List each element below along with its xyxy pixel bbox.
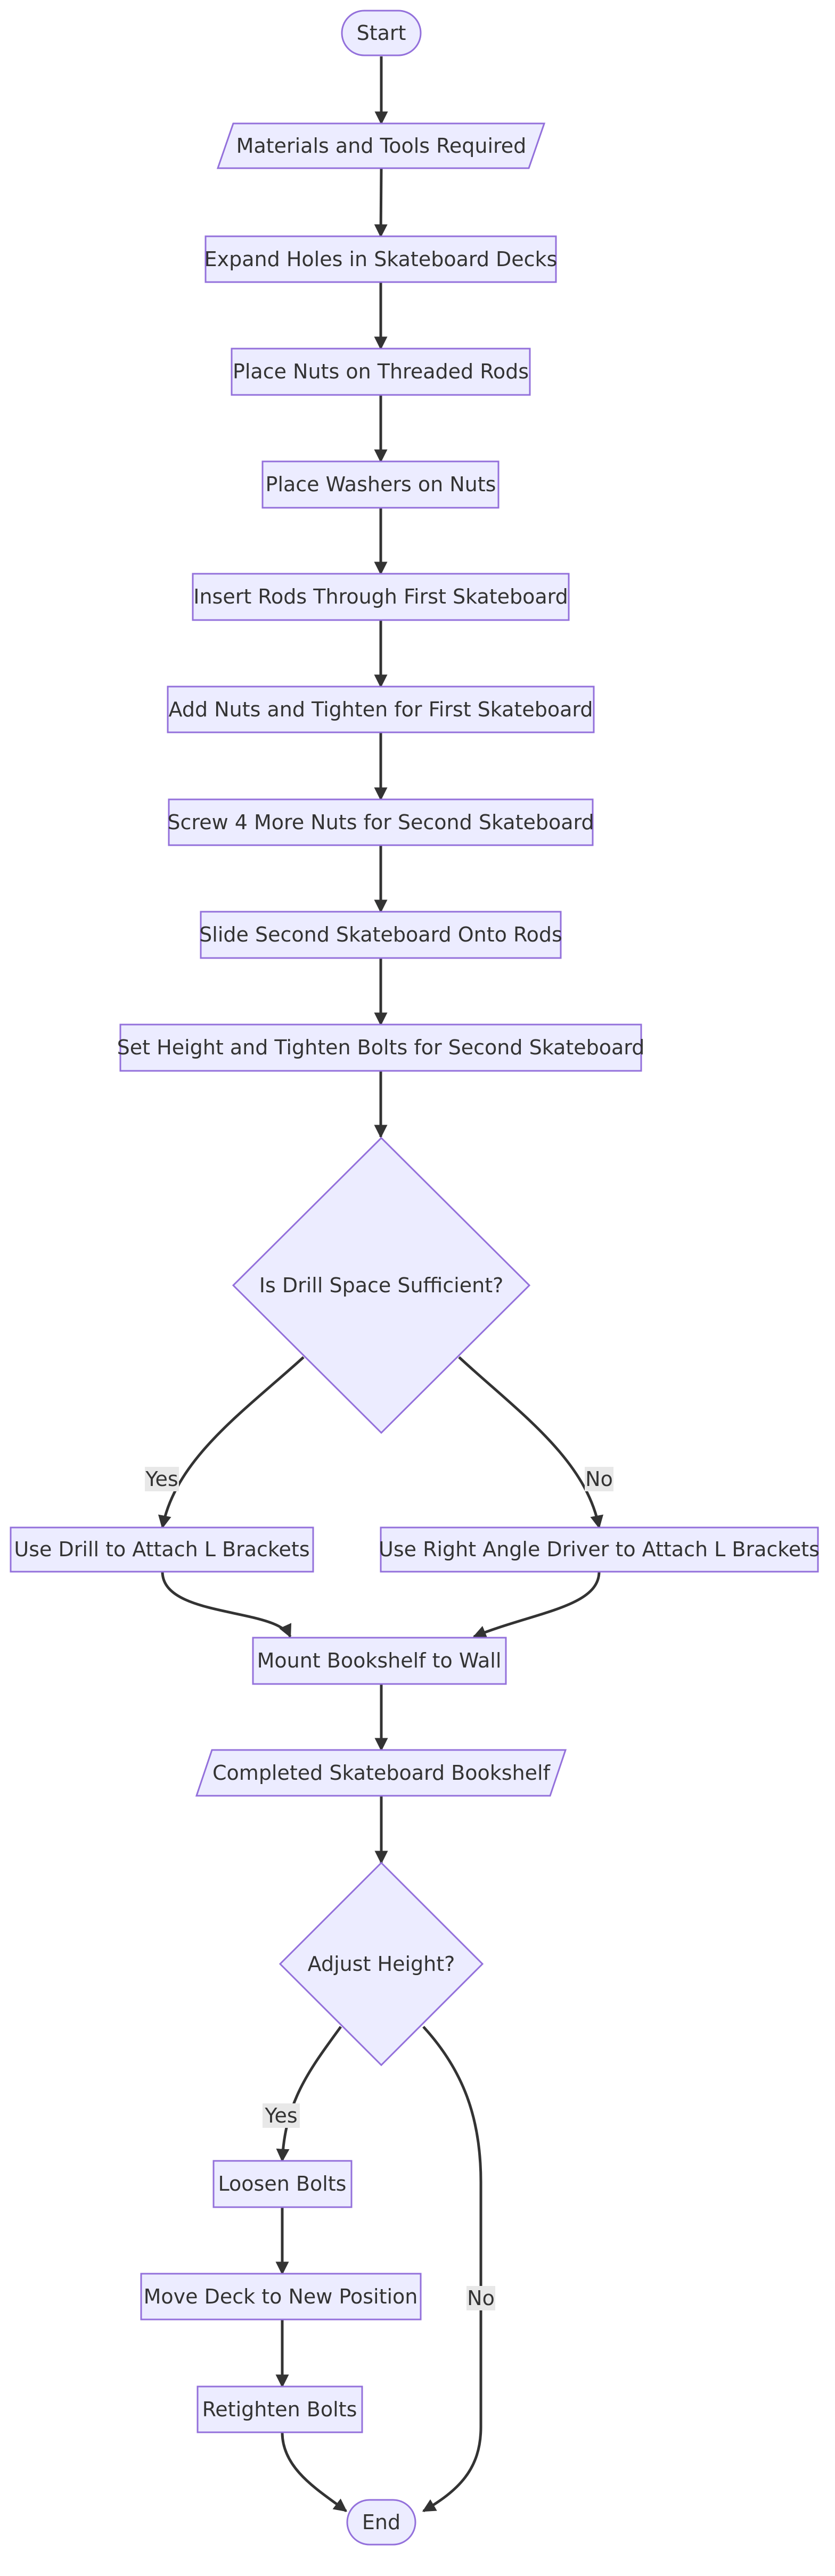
svg-text:No: No (467, 2286, 495, 2310)
node-move: Move Deck to New Position (140, 2273, 422, 2321)
node-start: Start (341, 10, 422, 56)
svg-text:Retighten Bolts: Retighten Bolts (202, 2398, 357, 2421)
svg-text:Set Height and Tighten Bolts f: Set Height and Tighten Bolts for Second … (117, 1036, 645, 1059)
svg-text:End: End (362, 2511, 400, 2534)
edge-label-drill-yes: Yes (145, 1467, 179, 1491)
svg-text:Move Deck to New Position: Move Deck to New Position (144, 2285, 418, 2308)
node-loosen: Loosen Bolts (212, 2160, 353, 2208)
edge-decision-no (458, 1356, 604, 1529)
node-adjust-decision: Adjust Height? (279, 1861, 484, 2067)
svg-text:Add Nuts and Tighten for First: Add Nuts and Tighten for First Skateboar… (169, 698, 593, 721)
svg-text:Loosen Bolts: Loosen Bolts (218, 2172, 347, 2195)
edge-labels: Yes No Yes No (145, 1467, 613, 2310)
edge-decision-yes (158, 1356, 305, 1529)
svg-text:Completed Skateboard Bookshelf: Completed Skateboard Bookshelf (212, 1761, 551, 1785)
node-use-right-angle: Use Right Angle Driver to Attach L Brack… (379, 1526, 820, 1573)
node-use-drill: Use Drill to Attach L Brackets (10, 1526, 314, 1573)
svg-text:Is Drill Space Sufficient?: Is Drill Space Sufficient? (259, 1274, 504, 1297)
edge-label-drill-no: No (585, 1467, 613, 1491)
svg-text:No: No (585, 1467, 613, 1491)
node-expand: Expand Holes in Skateboard Decks (204, 235, 558, 283)
edge-label-adjust-no: No (466, 2286, 495, 2310)
svg-text:Materials and Tools Required: Materials and Tools Required (236, 134, 527, 158)
svg-text:Expand Holes in Skateboard Dec: Expand Holes in Skateboard Decks (204, 247, 558, 271)
node-slide: Slide Second Skateboard Onto Rods (199, 911, 562, 959)
svg-text:Yes: Yes (145, 1467, 178, 1491)
svg-text:Screw 4 More Nuts for Second S: Screw 4 More Nuts for Second Skateboard (167, 811, 594, 834)
node-retighten: Retighten Bolts (197, 2385, 363, 2433)
node-add-nuts: Add Nuts and Tighten for First Skateboar… (167, 686, 595, 733)
edge-retighten-end (281, 2432, 347, 2512)
edge-adjust-no (422, 2026, 482, 2513)
svg-text:Slide Second Skateboard Onto R: Slide Second Skateboard Onto Rods (199, 923, 562, 946)
node-screw-nuts: Screw 4 More Nuts for Second Skateboard (167, 798, 594, 846)
edge-adjust-yes (276, 2026, 342, 2162)
edge-right-angle-mount (472, 1571, 601, 1639)
svg-text:Yes: Yes (264, 2104, 297, 2127)
edge-drill-mount (161, 1571, 292, 1638)
node-completed: Completed Skateboard Bookshelf (195, 1749, 567, 1797)
edge-label-adjust-yes: Yes (263, 2103, 300, 2128)
node-end: End (346, 2499, 416, 2546)
svg-text:Adjust Height?: Adjust Height? (308, 1952, 455, 1976)
svg-text:Start: Start (357, 21, 406, 45)
edges (158, 56, 604, 2513)
node-materials: Materials and Tools Required (216, 122, 546, 169)
node-drill-space-decision: Is Drill Space Sufficient? (232, 1136, 531, 1434)
svg-text:Use Right Angle Driver to Atta: Use Right Angle Driver to Attach L Brack… (379, 1538, 820, 1561)
svg-text:Mount Bookshelf to Wall: Mount Bookshelf to Wall (257, 1649, 502, 1672)
svg-text:Insert Rods Through First Skat: Insert Rods Through First Skateboard (193, 585, 568, 608)
node-place-nuts: Place Nuts on Threaded Rods (231, 348, 531, 396)
svg-text:Place Washers on Nuts: Place Washers on Nuts (266, 473, 496, 496)
node-insert-rods: Insert Rods Through First Skateboard (192, 573, 570, 621)
svg-text:Use Drill to Attach L Brackets: Use Drill to Attach L Brackets (14, 1538, 309, 1561)
svg-text:Place Nuts on Threaded Rods: Place Nuts on Threaded Rods (233, 360, 529, 383)
node-place-washers: Place Washers on Nuts (261, 460, 500, 509)
node-set-height: Set Height and Tighten Bolts for Second … (117, 1023, 645, 1072)
node-mount: Mount Bookshelf to Wall (252, 1637, 507, 1685)
nodes: Start Materials and Tools Required Expan… (10, 10, 820, 2546)
